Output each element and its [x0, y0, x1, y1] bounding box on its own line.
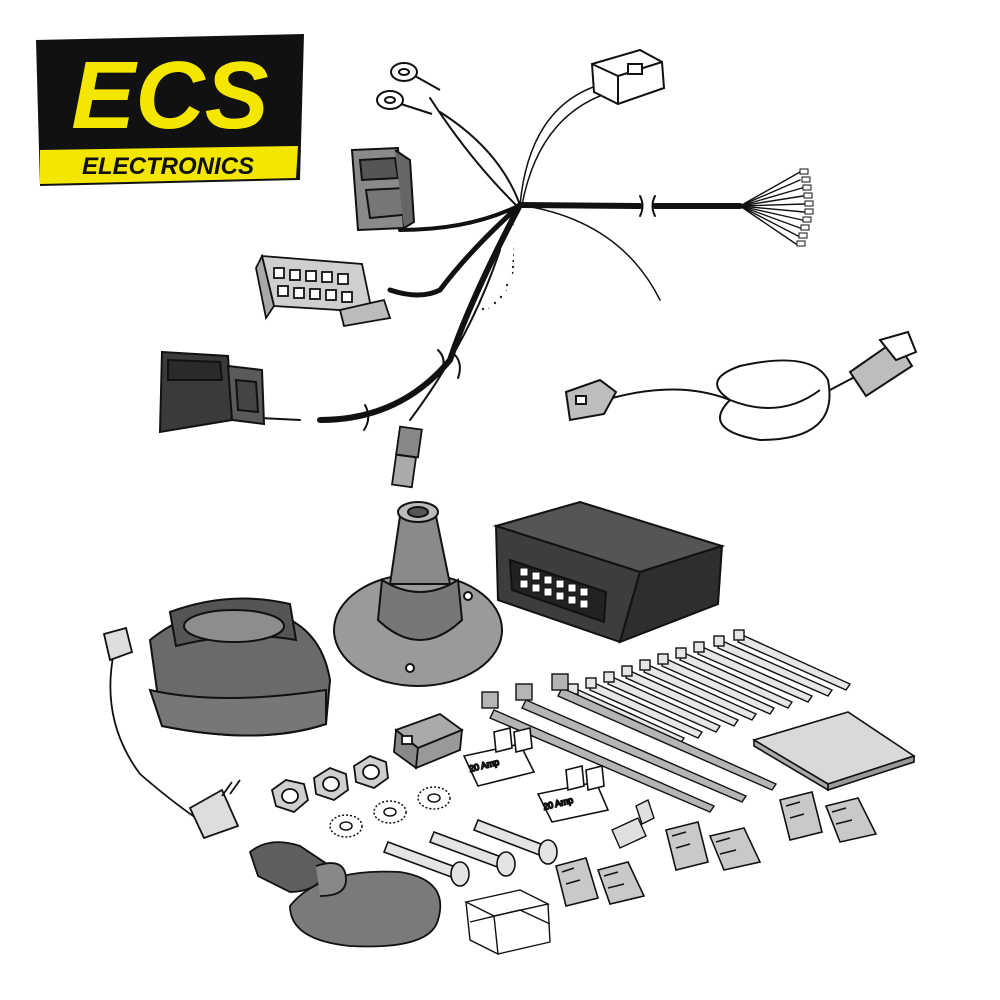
serrated-washers: [329, 786, 451, 838]
bolt-1: [382, 840, 470, 887]
socket-lead: [102, 626, 241, 840]
extension-lead: [564, 330, 918, 442]
mounting-bolts: [382, 818, 558, 887]
relay-connector: [590, 48, 666, 106]
cable-ties: [481, 629, 852, 813]
clip-2: [665, 821, 762, 871]
lock-nuts: [270, 755, 389, 814]
logo-stripe: [40, 146, 298, 184]
ecs-electronics-logo: ECS ELECTRONICS: [36, 34, 304, 186]
bolt-3: [472, 818, 558, 865]
control-module: [492, 500, 726, 644]
rubber-grommet: [333, 501, 503, 687]
main-wiring-harness: [259, 81, 814, 431]
fuse-2: 20 Amp: [536, 764, 610, 823]
wire-clips: [555, 791, 878, 907]
fuse-1: 20 Amp: [462, 726, 536, 787]
vehicle-connector: [158, 350, 266, 434]
rear-seal: [248, 841, 442, 948]
adhesive-pad: [752, 711, 916, 792]
washer-2: [373, 800, 407, 824]
crimp-terminal: [611, 799, 655, 849]
washer-3: [417, 786, 451, 810]
nut-1: [270, 779, 310, 814]
bolt-2: [428, 830, 516, 877]
inline-connector: [390, 425, 423, 489]
logo-subtext: ELECTRONICS: [82, 153, 254, 180]
fuse-holder: [393, 712, 464, 770]
washer-1: [329, 814, 363, 838]
trailer-socket: [148, 597, 332, 737]
square-connector: [350, 146, 416, 232]
twelve-pin-connector: [255, 253, 392, 328]
small-parts-box: [463, 889, 551, 956]
clip-3: [779, 791, 878, 843]
ring-terminals: [376, 62, 441, 115]
nut-2: [313, 767, 349, 801]
nut-3: [353, 755, 389, 789]
clip-1: [555, 857, 646, 907]
logo-text: ECS: [71, 42, 268, 149]
